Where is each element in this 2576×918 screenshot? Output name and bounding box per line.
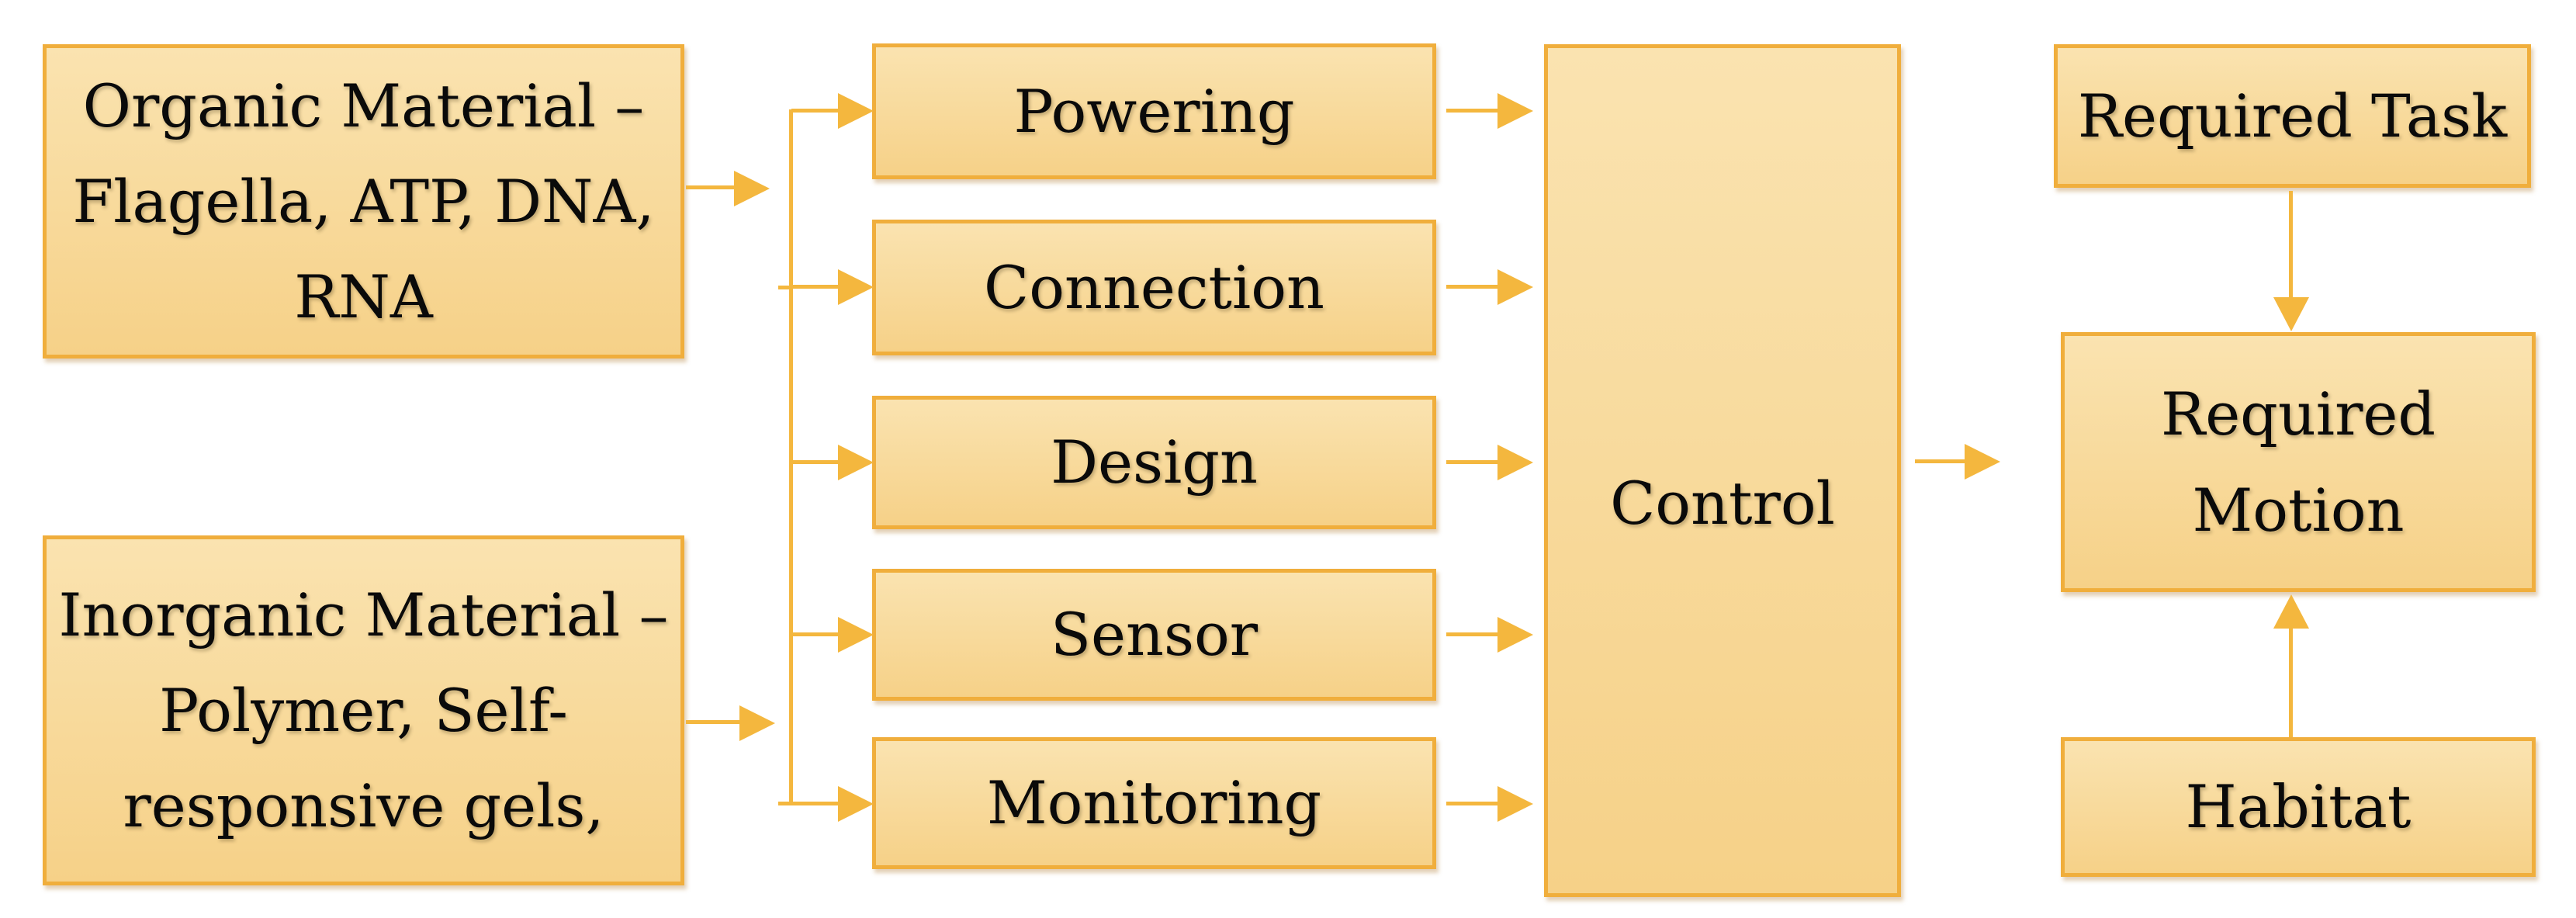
powering-label: Powering xyxy=(1013,76,1295,146)
habitat-label: Habitat xyxy=(2185,772,2412,842)
trunk-to-monitoring-arrowhead-icon xyxy=(838,786,874,822)
trunk-joint-tick-upper xyxy=(778,286,791,289)
inorganic-out-arrowhead-icon xyxy=(739,705,775,741)
connection-label: Connection xyxy=(984,252,1324,322)
task-to-motion-arrowhead-icon xyxy=(2273,297,2309,331)
trunk-to-connection-line xyxy=(791,285,838,289)
trunk-to-connection-arrowhead-icon xyxy=(838,269,874,305)
control-box: Control xyxy=(1544,44,1901,897)
monitoring-box: Monitoring xyxy=(872,737,1436,869)
design-to-control-arrowhead-icon xyxy=(1497,445,1533,480)
trunk-to-design-line xyxy=(791,460,838,464)
design-box: Design xyxy=(872,396,1436,529)
inorganic-material-line-1: Inorganic Material – xyxy=(58,580,669,650)
required-task-label: Required Task xyxy=(2077,81,2508,151)
connection-box: Connection xyxy=(872,220,1436,355)
sensor-to-control-arrowhead-icon xyxy=(1497,617,1533,653)
design-label: Design xyxy=(1051,428,1258,497)
inorganic-material-line-3: responsive gels, xyxy=(123,771,604,841)
inorganic-out-arrow-line xyxy=(686,720,739,724)
control-label: Control xyxy=(1610,468,1835,538)
organic-material-box: Organic Material – Flagella, ATP, DNA, R… xyxy=(43,44,684,359)
organic-out-arrowhead-icon xyxy=(734,171,770,206)
trunk-to-sensor-line xyxy=(791,632,838,636)
organic-material-line-1: Organic Material – xyxy=(82,71,645,140)
inorganic-material-box: Inorganic Material – Polymer, Self- resp… xyxy=(43,535,684,885)
organic-out-arrow-line xyxy=(686,185,734,189)
monitoring-label: Monitoring xyxy=(986,768,1322,838)
trunk-line xyxy=(789,109,793,805)
trunk-to-powering-line xyxy=(791,109,838,113)
monitoring-to-control-line xyxy=(1446,802,1497,805)
organic-material-line-2: Flagella, ATP, DNA, xyxy=(72,166,655,236)
sensor-box: Sensor xyxy=(872,569,1436,701)
habitat-to-motion-arrowhead-icon xyxy=(2273,594,2309,629)
powering-box: Powering xyxy=(872,43,1436,179)
task-to-motion-line xyxy=(2289,191,2293,297)
inorganic-material-line-2: Polymer, Self- xyxy=(159,675,568,745)
connection-to-control-line xyxy=(1446,285,1497,289)
trunk-to-monitoring-line xyxy=(791,802,838,805)
habitat-to-motion-line xyxy=(2289,629,2293,737)
required-motion-line-1: Required xyxy=(2160,379,2436,449)
powering-to-control-arrowhead-icon xyxy=(1497,93,1533,129)
trunk-to-powering-arrowhead-icon xyxy=(838,93,874,129)
required-task-box: Required Task xyxy=(2054,44,2531,188)
control-to-motion-arrowhead-icon xyxy=(1965,444,2000,480)
sensor-to-control-line xyxy=(1446,632,1497,636)
trunk-joint-tick-lower xyxy=(778,802,791,805)
connection-to-control-arrowhead-icon xyxy=(1497,269,1533,305)
sensor-label: Sensor xyxy=(1050,600,1259,670)
design-to-control-line xyxy=(1446,460,1497,464)
trunk-to-sensor-arrowhead-icon xyxy=(838,617,874,653)
organic-material-line-3: RNA xyxy=(294,262,433,332)
trunk-to-design-arrowhead-icon xyxy=(838,445,874,480)
control-to-motion-line xyxy=(1915,459,1965,463)
powering-to-control-line xyxy=(1446,109,1497,113)
monitoring-to-control-arrowhead-icon xyxy=(1497,786,1533,822)
habitat-box: Habitat xyxy=(2061,737,2536,877)
required-motion-line-2: Motion xyxy=(2192,475,2405,545)
required-motion-box: Required Motion xyxy=(2061,332,2536,592)
